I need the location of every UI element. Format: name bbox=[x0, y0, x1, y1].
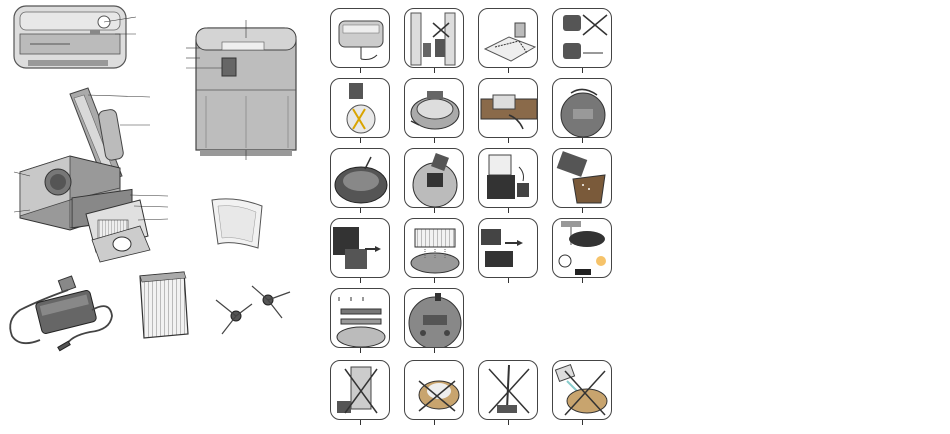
no-vacuum-icon bbox=[479, 361, 538, 420]
panel-tick bbox=[582, 68, 583, 73]
panel-tick bbox=[360, 278, 361, 283]
panel-tick bbox=[582, 208, 583, 213]
station-floor-icon bbox=[479, 9, 538, 68]
step-panel-21 bbox=[478, 360, 538, 420]
step-panel-14 bbox=[404, 218, 464, 278]
step-panel-15 bbox=[478, 218, 538, 278]
step-panel-9 bbox=[330, 148, 390, 208]
step-panel-16 bbox=[552, 218, 612, 278]
step-panel-17 bbox=[330, 288, 390, 348]
step-panel-5 bbox=[330, 78, 390, 138]
bin-empty-icon bbox=[553, 149, 612, 208]
panel-tick bbox=[434, 278, 435, 283]
station-tall-illustration bbox=[186, 20, 296, 160]
bin-open-icon bbox=[479, 149, 538, 208]
filter-remove-icon bbox=[331, 219, 390, 278]
filter-insert-icon bbox=[479, 219, 538, 278]
panel-tick bbox=[434, 68, 435, 73]
station-wall-icon bbox=[405, 9, 464, 68]
step-panel-20 bbox=[404, 360, 464, 420]
robot-lift-icon bbox=[553, 79, 612, 138]
robot-top-icon bbox=[331, 79, 390, 138]
step-panel-7 bbox=[478, 78, 538, 138]
robot-bottom-icon bbox=[405, 289, 464, 348]
step-panel-18 bbox=[404, 288, 464, 348]
panel-tick bbox=[434, 348, 435, 353]
panel-tick bbox=[508, 420, 509, 425]
station-no-stack-icon bbox=[331, 361, 390, 420]
robot-bin-icon bbox=[479, 79, 538, 138]
step-panel-3 bbox=[478, 8, 538, 68]
tap-water-icon bbox=[553, 219, 612, 278]
filter-clean-icon bbox=[405, 219, 464, 278]
filter-bag-illustration bbox=[212, 199, 262, 248]
panel-tick bbox=[434, 208, 435, 213]
robot-dock-icon bbox=[405, 79, 464, 138]
station-front-illustration bbox=[14, 6, 136, 68]
panel-tick bbox=[508, 138, 509, 143]
step-panel-1 bbox=[330, 8, 390, 68]
step-panel-2 bbox=[404, 8, 464, 68]
panel-tick bbox=[434, 138, 435, 143]
step-panel-11 bbox=[478, 148, 538, 208]
step-panel-6 bbox=[404, 78, 464, 138]
brush-parts-icon bbox=[331, 289, 390, 348]
parts-illustration bbox=[0, 0, 320, 434]
step-panel-4 bbox=[552, 8, 612, 68]
side-brushes-illustration bbox=[216, 286, 290, 334]
step-panel-13 bbox=[330, 218, 390, 278]
panel-tick bbox=[582, 138, 583, 143]
panel-tick bbox=[582, 278, 583, 283]
step-panel-19 bbox=[330, 360, 390, 420]
panel-tick bbox=[582, 420, 583, 425]
station-front-icon bbox=[331, 9, 390, 68]
panel-tick bbox=[360, 420, 361, 425]
step-panel-8 bbox=[552, 78, 612, 138]
station-open-illustration bbox=[14, 88, 168, 262]
power-adapter-illustration bbox=[10, 276, 112, 351]
robot-brush-icon bbox=[331, 149, 390, 208]
step-panel-12 bbox=[552, 148, 612, 208]
step-panel-10 bbox=[404, 148, 464, 208]
panel-tick bbox=[360, 348, 361, 353]
panel-tick bbox=[360, 208, 361, 213]
panel-tick bbox=[434, 420, 435, 425]
panel-tick bbox=[508, 68, 509, 73]
steps-grid bbox=[320, 0, 640, 434]
no-water-icon bbox=[553, 361, 612, 420]
panel-tick bbox=[508, 278, 509, 283]
robot-lid-icon bbox=[405, 149, 464, 208]
robot-no-step-icon bbox=[405, 361, 464, 420]
panel-tick bbox=[360, 68, 361, 73]
station-crossed-icon bbox=[553, 9, 612, 68]
step-panel-22 bbox=[552, 360, 612, 420]
blank-margin bbox=[640, 0, 950, 434]
hepa-filter-illustration bbox=[140, 272, 188, 338]
panel-tick bbox=[360, 138, 361, 143]
panel-tick bbox=[508, 208, 509, 213]
